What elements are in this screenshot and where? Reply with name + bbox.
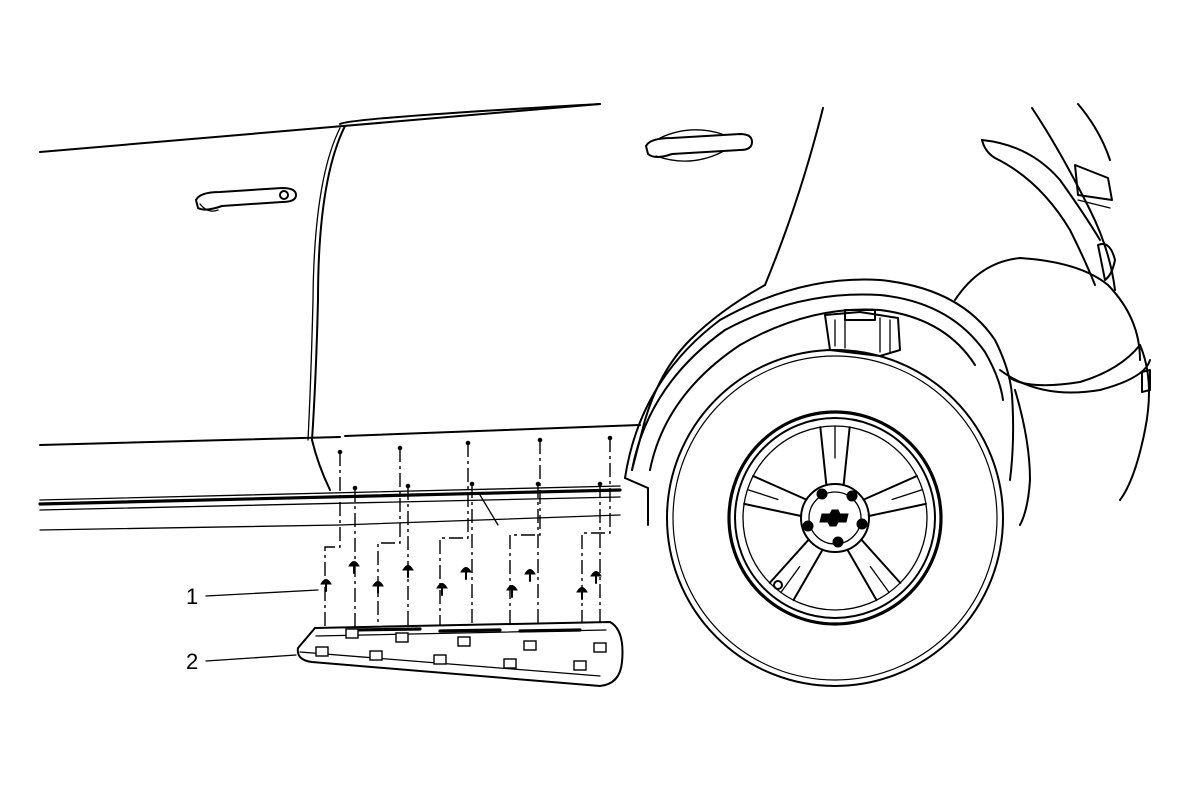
install-line-end: [607, 435, 613, 441]
molding-clip: [315, 646, 329, 657]
wheel-spoke-edge: [842, 426, 851, 487]
push-pin-retainer: [576, 587, 588, 593]
wheel-flare: [624, 278, 1015, 526]
molding-clip: [433, 654, 447, 665]
wheel-spoke-edge: [846, 548, 878, 602]
molding-clip: [573, 660, 587, 671]
install-line-end: [469, 481, 475, 487]
vehicle-body: [38, 103, 824, 531]
rear-quarter-panel: [954, 103, 1151, 526]
wheel-spoke-center: [780, 565, 801, 594]
callout-2: 2: [186, 649, 297, 674]
push-pin-retainer: [506, 585, 518, 591]
tire: [666, 349, 1004, 687]
callout-1-label: 1: [186, 584, 198, 609]
wheel-spoke-center: [869, 565, 890, 594]
install-line-end: [337, 449, 343, 455]
push-pin-retainer: [348, 561, 360, 567]
wheel-spoke-edge: [768, 538, 810, 584]
install-line: [377, 448, 401, 648]
wheel-spoke-center: [746, 488, 779, 501]
push-pin-retainer: [320, 579, 332, 585]
push-pin-retainer: [372, 581, 384, 587]
molding-clip: [369, 650, 383, 661]
rocker-molding: [296, 620, 624, 688]
install-line: [509, 440, 541, 660]
install-line: [324, 452, 341, 630]
molding-clip: [593, 642, 607, 653]
wheel-spoke-edge: [862, 474, 918, 501]
wheel-rim: [727, 410, 943, 626]
install-line-end: [352, 485, 358, 491]
molding-clip: [345, 628, 359, 639]
push-pin-retainer: [402, 565, 414, 571]
wheel-spoke-edge: [792, 548, 824, 602]
push-pin-retainer: [590, 571, 602, 577]
wheel-spoke-edge: [867, 502, 927, 518]
retainer-fasteners: [320, 561, 602, 600]
push-pin-retainer: [436, 583, 448, 589]
wheel-spoke-edge: [860, 538, 902, 584]
install-line-end: [535, 481, 541, 487]
molding-clip: [457, 636, 471, 647]
wheel-spoke-edge: [819, 426, 828, 487]
install-line-end: [597, 481, 603, 487]
install-line-end: [405, 483, 411, 489]
wheel-spoke-center: [891, 488, 924, 501]
molding-clip: [395, 632, 409, 643]
install-line-end: [397, 445, 403, 451]
callout-2-label: 2: [186, 649, 198, 674]
push-pin-retainer: [460, 567, 472, 573]
install-line: [439, 443, 469, 656]
molding-clip: [503, 658, 517, 669]
push-pin-retainer: [524, 569, 536, 575]
install-line-end: [465, 440, 471, 446]
install-line-end: [537, 437, 543, 443]
rear-door-handle: [645, 129, 753, 162]
callout-1: 1: [186, 584, 319, 609]
wheel-spoke-edge: [743, 502, 803, 518]
molding-clip: [523, 640, 537, 651]
wheel-spoke-edge: [752, 474, 808, 501]
front-door-handle: [195, 187, 297, 212]
